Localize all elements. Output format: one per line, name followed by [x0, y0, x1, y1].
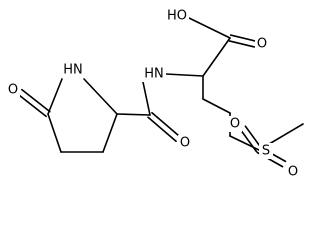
single-bond: [186, 16, 231, 39]
single-bond: [202, 98, 231, 114]
double-bond-line: [151, 111, 181, 138]
atom-label-amide-nitrogen: HN: [144, 67, 164, 82]
single-bond: [47, 113, 62, 153]
chemical-structure-diagram: HO O HN HN O O S O O: [6, 8, 304, 180]
single-bond: [47, 78, 63, 115]
double-bond-line: [21, 88, 51, 113]
double-bond-line: [147, 116, 177, 143]
single-bond: [165, 73, 204, 77]
single-bond: [202, 37, 231, 77]
single-bond: [116, 113, 151, 116]
atom-labels: HO O HN HN O O S O O: [6, 8, 300, 180]
atom-label-sulfur: S: [262, 144, 270, 159]
atom-label-amide-oxygen: O: [180, 136, 190, 151]
double-bond-line: [239, 128, 258, 153]
single-bond: [83, 78, 118, 115]
double-bond-line: [228, 40, 256, 48]
atom-label-ring-nitrogen: HN: [63, 63, 83, 78]
atom-label-hydroxyl: HO: [167, 9, 187, 24]
double-bond-line: [229, 34, 257, 42]
double-bond-line: [17, 93, 47, 118]
atom-label-sulfonyl-oxygen-bottom: O: [288, 165, 298, 180]
atom-label-sulfonyl-oxygen-left: O: [230, 117, 240, 132]
atom-label-carboxyl-oxygen: O: [257, 37, 267, 52]
single-bond: [102, 113, 118, 153]
single-bond: [142, 81, 151, 116]
atom-label-lactam-oxygen: O: [8, 83, 18, 98]
double-bond-line: [244, 125, 263, 150]
